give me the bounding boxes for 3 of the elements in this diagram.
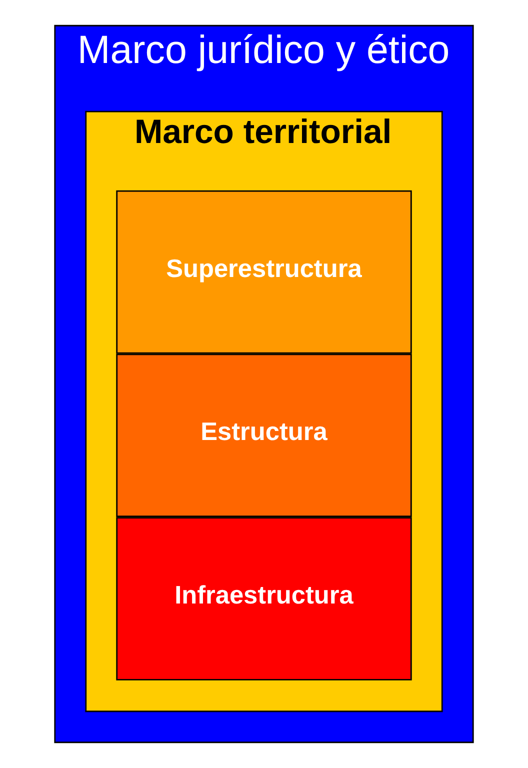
node-box: Superestructura	[116, 190, 412, 354]
node-box: Infraestructura	[116, 517, 412, 680]
node-box: Estructura	[116, 354, 412, 518]
